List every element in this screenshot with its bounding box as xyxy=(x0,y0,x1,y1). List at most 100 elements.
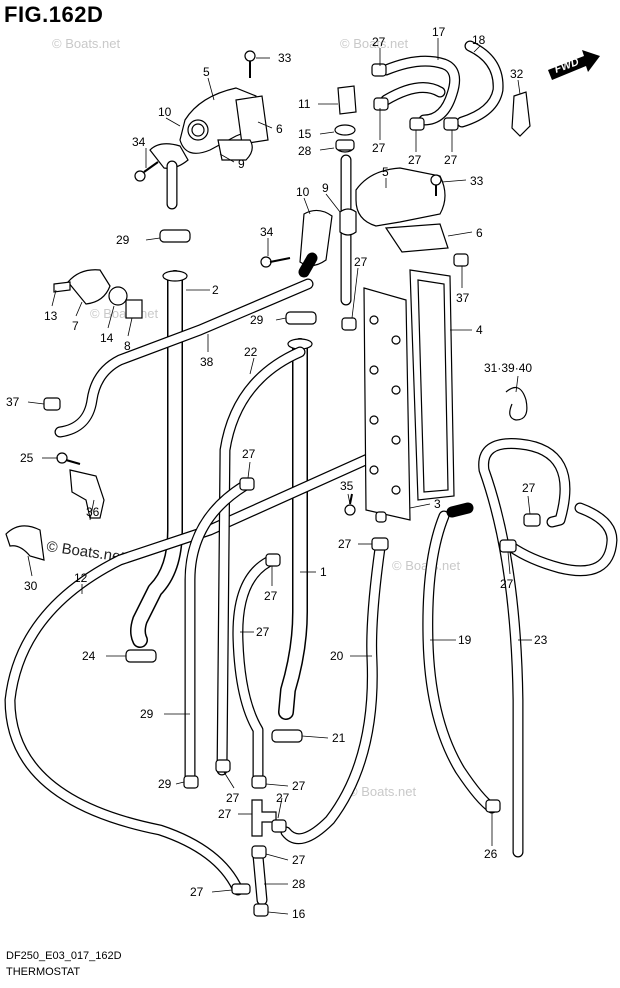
callout-label: 27 xyxy=(292,853,306,867)
hose-clamp xyxy=(251,845,267,859)
callout-label: 15 xyxy=(298,127,312,141)
hose-clamp xyxy=(499,539,517,553)
callout-label: 11 xyxy=(298,97,311,111)
callout-label: 27 xyxy=(190,885,204,899)
hose-clamp xyxy=(485,799,501,813)
callout-label: 27 xyxy=(276,791,290,805)
gasket-plate xyxy=(409,269,455,501)
hose-clamp xyxy=(159,229,191,243)
callout-label: 1 xyxy=(320,565,327,579)
callout-label: 16 xyxy=(292,907,306,921)
hose-clamp xyxy=(453,253,469,267)
bolt xyxy=(134,161,159,182)
watermark: © Boats.net xyxy=(52,36,121,51)
hose-clamp xyxy=(335,139,355,151)
callout-label: 27 xyxy=(242,447,256,461)
forward-arrow-icon: FWD xyxy=(548,50,600,80)
callout-label: 5 xyxy=(382,165,389,179)
callout-label: 33 xyxy=(278,51,292,65)
components xyxy=(5,85,531,837)
callout-label: 25 xyxy=(20,451,34,465)
bracket xyxy=(69,469,105,519)
model-code: DF250_E03_017_162D xyxy=(6,950,122,962)
hose-clamp xyxy=(183,775,199,789)
callout-label: 37 xyxy=(456,291,470,305)
callout-label: 22 xyxy=(244,345,258,359)
callout-label: 27 xyxy=(444,153,458,167)
callout-label: 27 xyxy=(264,589,278,603)
callout-label: 24 xyxy=(82,649,96,663)
hose-clamp xyxy=(409,117,425,131)
hose-clamp xyxy=(251,775,267,789)
callout-label: 4 xyxy=(476,323,483,337)
callout-label: 27 xyxy=(354,255,368,269)
bolt xyxy=(244,50,256,78)
bolt xyxy=(260,256,291,268)
hose-clamp xyxy=(285,311,317,325)
callout-label: 27 xyxy=(408,153,422,167)
callout-label: 27 xyxy=(500,577,514,591)
callout-label: 27 xyxy=(256,625,270,639)
callout-label: 5 xyxy=(203,65,210,79)
callout-label: 27 xyxy=(226,791,240,805)
watermark: © Boats.net xyxy=(348,784,417,799)
callout-label: 17 xyxy=(432,25,446,39)
watermark: © Boats.net xyxy=(90,306,159,321)
callout-label: 34 xyxy=(132,135,146,149)
callout-label: 3 xyxy=(434,497,441,511)
hose-clamp xyxy=(231,883,251,895)
hose-clamp xyxy=(239,477,255,491)
bolt xyxy=(344,493,356,516)
callout-label: 29 xyxy=(140,707,154,721)
callout-label: 14 xyxy=(100,331,114,345)
callout-label: 37 xyxy=(6,395,20,409)
callout-label: 21 xyxy=(332,731,346,745)
bolts xyxy=(56,50,442,516)
hose-clamp xyxy=(341,317,357,331)
thermostat-housing-right xyxy=(298,167,449,278)
hose-clamp xyxy=(375,511,387,523)
hose-clamp xyxy=(443,117,459,131)
callout-label: 18 xyxy=(472,33,486,47)
hose-clamp xyxy=(373,97,389,111)
callout-label: 36 xyxy=(86,505,100,519)
callout-label: 23 xyxy=(534,633,548,647)
sensor-assembly xyxy=(53,269,143,319)
hose-clamp xyxy=(271,819,287,833)
callout-label: 35 xyxy=(340,479,354,493)
part-callouts: 33 5 10 6 34 9 11 15 28 27 27 17 18 32 2… xyxy=(6,25,548,921)
callout-label: 38 xyxy=(200,355,214,369)
callout-label: 10 xyxy=(158,105,172,119)
callout-label: 19 xyxy=(458,633,472,647)
callout-label: 6 xyxy=(476,226,483,240)
callout-label: 29 xyxy=(250,313,264,327)
callout-label: 29 xyxy=(158,777,172,791)
bolt xyxy=(56,452,81,465)
callout-label: 10 xyxy=(296,185,310,199)
callout-label: 33 xyxy=(470,174,484,188)
callout-label: 31·39·40 xyxy=(484,361,532,375)
callout-label: 2 xyxy=(212,283,219,297)
watermark: © Boats.net xyxy=(340,36,409,51)
callout-label: 32 xyxy=(510,67,524,81)
hose-clamp xyxy=(215,759,231,773)
hose-clamp xyxy=(523,513,541,527)
hose-clamp xyxy=(371,537,389,551)
callout-label: 20 xyxy=(330,649,344,663)
callout-label: 27 xyxy=(522,481,536,495)
figure-title: FIG.162D xyxy=(4,2,104,27)
callout-label: 27 xyxy=(372,141,386,155)
callout-label: 8 xyxy=(124,339,131,353)
callout-label: 6 xyxy=(276,122,283,136)
hose-clamp xyxy=(265,553,281,567)
hose-clamp xyxy=(125,649,157,663)
hose-clamp xyxy=(271,729,303,743)
callout-label: 28 xyxy=(292,877,306,891)
leader-lines xyxy=(27,38,532,915)
callout-label: 28 xyxy=(298,144,312,158)
hose-clamp xyxy=(253,903,269,917)
callout-label: 30 xyxy=(24,579,38,593)
clip xyxy=(511,91,531,137)
callout-label: 12 xyxy=(74,571,88,585)
